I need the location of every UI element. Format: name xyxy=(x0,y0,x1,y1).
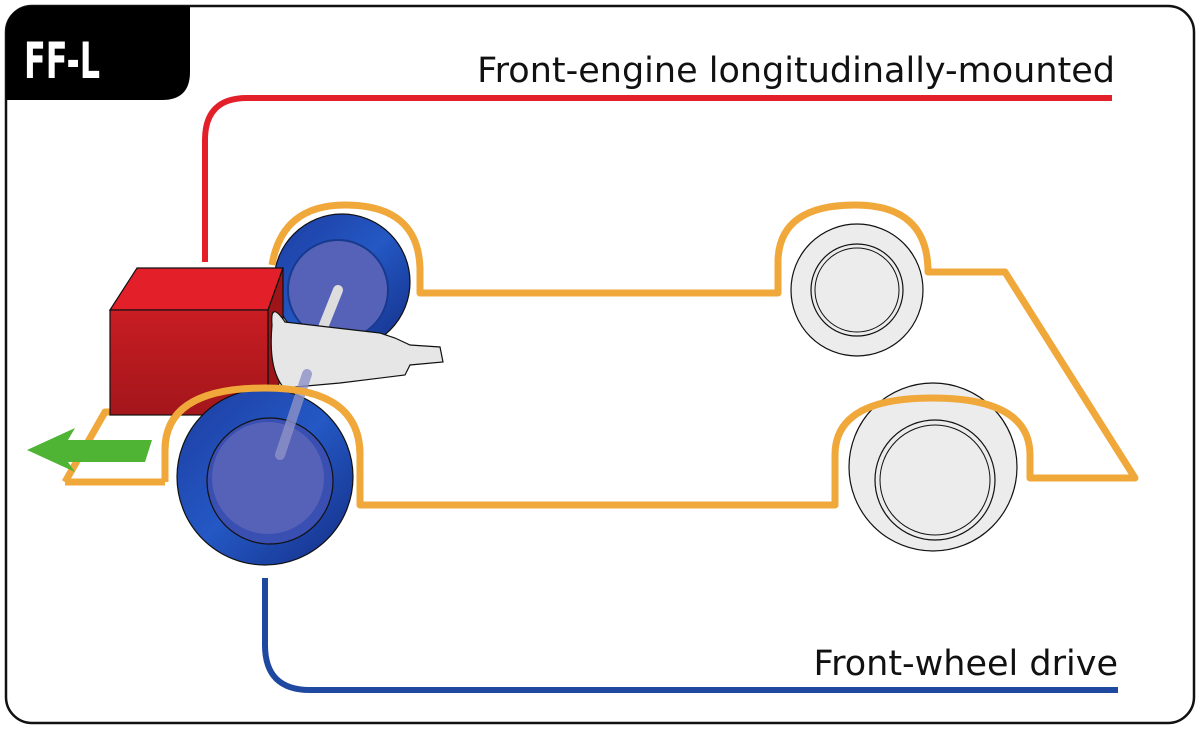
front-right-driven-wheel xyxy=(176,369,354,566)
front-left-driven-wheel xyxy=(273,213,411,351)
badge-text: FF-L xyxy=(24,32,100,90)
forward-direction-arrow-icon xyxy=(27,428,152,472)
transmission xyxy=(270,311,444,389)
front-wheel-arch xyxy=(161,384,364,482)
drive-label: Front-wheel drive xyxy=(814,644,1118,684)
drive-leader-line xyxy=(262,578,1118,693)
engine-label: Front-engine longitudinally-mounted xyxy=(477,51,1115,91)
engine-leader-line xyxy=(202,95,1112,262)
rear-right-wheel xyxy=(848,382,1018,552)
badge-background xyxy=(6,6,190,100)
rear-left-wheel xyxy=(790,223,924,357)
